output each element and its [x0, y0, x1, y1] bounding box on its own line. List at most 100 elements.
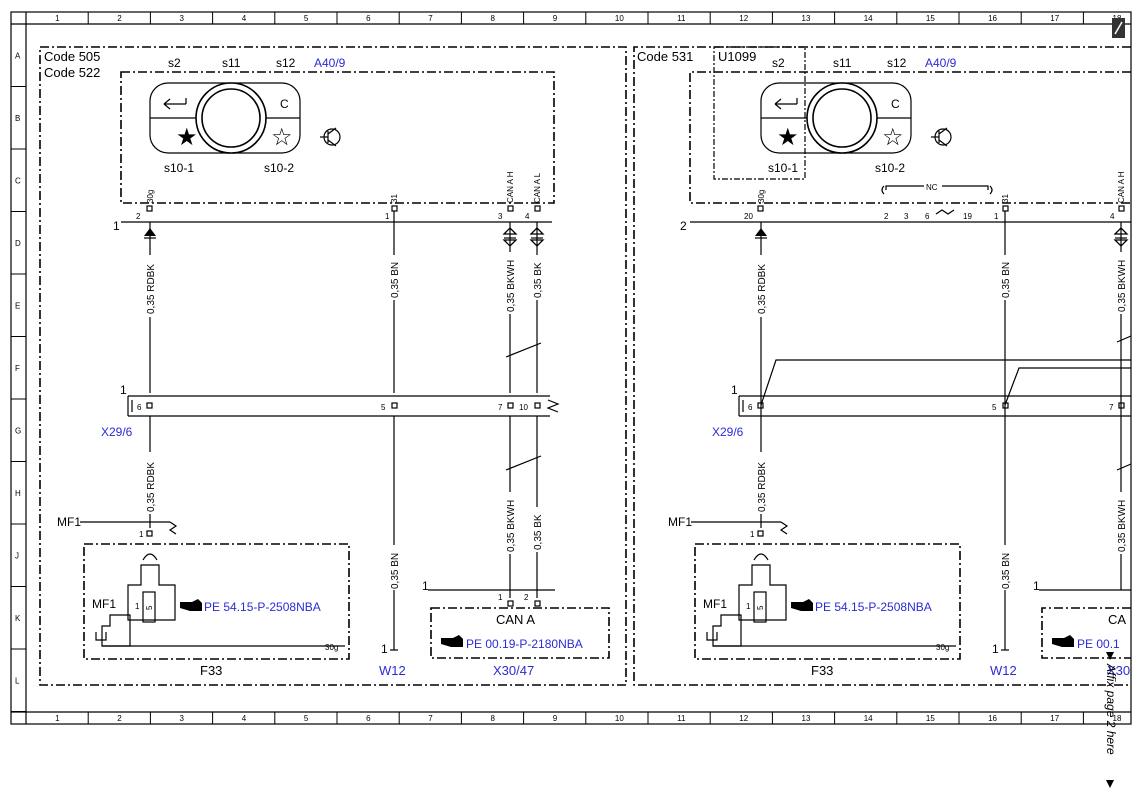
row-marker: J — [15, 551, 19, 560]
column-marker: 6 — [366, 714, 371, 723]
row-marker: K — [15, 614, 21, 623]
switch-label: s12 — [276, 56, 296, 70]
pin-number: 1 — [746, 602, 751, 611]
sub-label: s10-2 — [264, 161, 294, 175]
wire-label: 0,35 BN — [390, 553, 401, 589]
column-marker: 3 — [180, 714, 185, 723]
fuse-code: 5 — [756, 605, 765, 610]
column-marker: 5 — [304, 714, 309, 723]
column-marker: 16 — [988, 14, 997, 23]
control-unit-box — [120, 71, 555, 204]
code-label: Code 531 — [637, 49, 693, 64]
connector-number: 1 — [120, 383, 127, 397]
connector-id[interactable]: X29/6 — [712, 425, 744, 439]
reference-link[interactable]: PE 00.19-P-2180NBA — [466, 637, 583, 651]
column-marker: 6 — [366, 14, 371, 23]
pin-name: 31 — [1001, 194, 1010, 203]
control-unit-box — [689, 71, 1131, 204]
switch-label: s2 — [772, 56, 785, 70]
right-section: Code 531 U1099 s2 s11 s12 A40/9 ★ ☆ C s1… — [633, 46, 1132, 686]
pin-name: CAN A H — [1117, 171, 1126, 203]
pin-name: 30g — [146, 190, 155, 203]
connector-id[interactable]: X30 — [1107, 663, 1130, 678]
wire-label: 0,35 BK — [533, 514, 544, 550]
column-marker: 18 — [1113, 714, 1122, 723]
column-marker: 12 — [739, 714, 748, 723]
column-marker: 3 — [180, 14, 185, 23]
nc-label: NC — [926, 183, 938, 192]
control-panel-icon: ★ ☆ — [149, 82, 301, 154]
reference-hand-icon — [1052, 635, 1074, 647]
star-filled-icon: ★ — [176, 123, 198, 151]
transistor-icon — [320, 127, 341, 147]
column-marker: 8 — [491, 14, 496, 23]
pin-number: 2 — [884, 212, 889, 221]
row-marker: L — [15, 676, 20, 685]
can-box — [1041, 607, 1131, 659]
wire-label: 0,35 BN — [390, 262, 401, 298]
ground-id[interactable]: W12 — [990, 663, 1017, 678]
column-marker: 12 — [739, 14, 748, 23]
reference-link[interactable]: PE 54.15-P-2508NBA — [815, 600, 932, 614]
column-marker: 14 — [864, 14, 873, 23]
fuse-icon — [706, 553, 956, 647]
wire-label: 30g — [936, 643, 949, 652]
wire-label: 0,35 BK — [533, 262, 544, 298]
pin-number: 1 — [498, 593, 503, 602]
component-id[interactable]: A40/9 — [314, 56, 346, 70]
wire-label: 0,35 BN — [1001, 262, 1012, 298]
transistor-icon — [931, 127, 952, 147]
pin-number: 1 — [385, 212, 390, 221]
sub-label: s10-1 — [768, 161, 798, 175]
pin-number: 2 — [136, 212, 141, 221]
pin-number: 7 — [498, 403, 503, 412]
wire-label: 0,35 RDBK — [146, 264, 157, 314]
pin-number: 2 — [524, 593, 529, 602]
connector-id[interactable]: X29/6 — [101, 425, 133, 439]
ground-id[interactable]: W12 — [379, 663, 406, 678]
pin-name: CAN A H — [506, 171, 515, 203]
column-marker: 17 — [1050, 714, 1059, 723]
connector-number: 1 — [731, 383, 738, 397]
connector-number: 2 — [680, 219, 687, 233]
reference-link[interactable]: PE 00.1 — [1077, 637, 1120, 651]
reference-hand-icon — [180, 599, 202, 611]
pin-number: 1 — [994, 212, 999, 221]
module-label: MF1 — [92, 597, 116, 611]
pin-number: 4 — [1110, 212, 1115, 221]
c-label: C — [280, 97, 289, 111]
sub-label: s10-1 — [164, 161, 194, 175]
pin-number: 1 — [992, 642, 999, 656]
code-label: Code 522 — [44, 65, 100, 80]
wire-label: 0,35 RDBK — [757, 264, 768, 314]
column-marker: 10 — [615, 14, 624, 23]
star-outline-icon: ☆ — [271, 123, 293, 151]
reference-link[interactable]: PE 54.15-P-2508NBA — [204, 600, 321, 614]
column-marker: 13 — [802, 14, 811, 23]
arrow-down-icon — [1106, 780, 1114, 788]
connector-number: 1 — [1033, 579, 1040, 593]
pin-name: CAN A L — [533, 172, 542, 203]
pin-name: 30g — [757, 190, 766, 203]
column-marker: 9 — [553, 14, 558, 23]
pin-number: 3 — [904, 212, 909, 221]
wire-label: 0,35 BKWH — [506, 260, 517, 312]
connector-id[interactable]: X30/47 — [493, 663, 534, 678]
wire-label: 30g — [325, 643, 338, 652]
row-marker: A — [15, 51, 21, 60]
row-marker: G — [15, 426, 21, 435]
component-id[interactable]: A40/9 — [925, 56, 957, 70]
column-marker: 16 — [988, 714, 997, 723]
switch-label: s11 — [222, 56, 241, 70]
pin-number: 20 — [744, 212, 753, 221]
fuse-box — [694, 543, 961, 660]
pin-number: 6 — [925, 212, 930, 221]
row-marker: D — [15, 239, 21, 248]
component-name: F33 — [811, 663, 833, 678]
row-marker: H — [15, 489, 21, 498]
reference-hand-icon — [791, 599, 813, 611]
column-marker: 7 — [428, 714, 433, 723]
pin-name: 31 — [390, 194, 399, 203]
column-marker: 15 — [926, 14, 935, 23]
